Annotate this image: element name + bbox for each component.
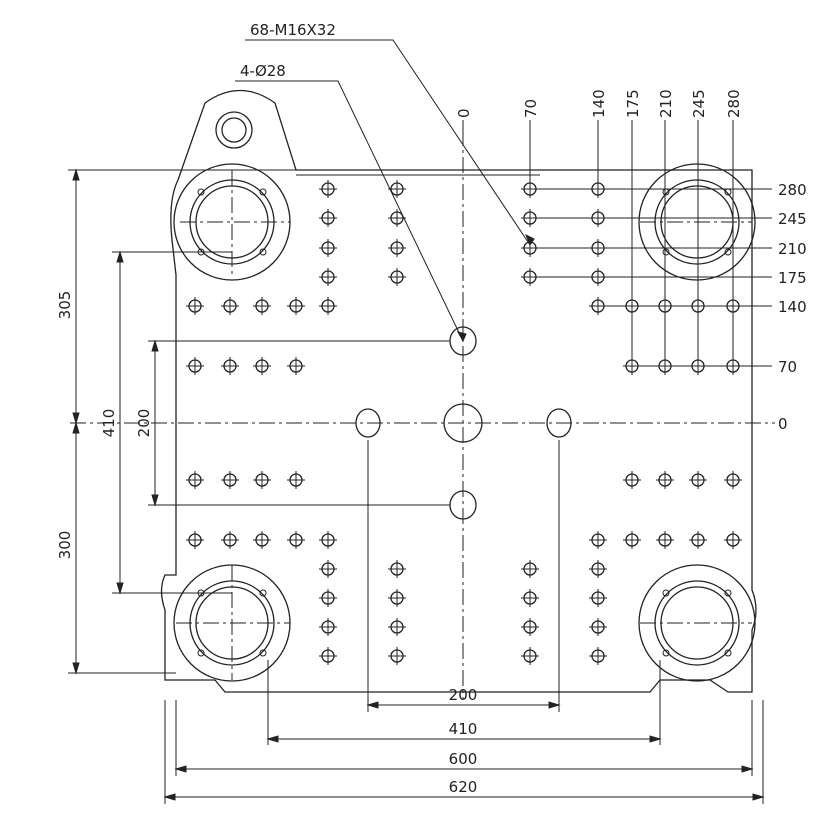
top-coord-0: 0 — [455, 108, 473, 118]
lifting-eye-inner — [221, 117, 247, 143]
tapped-hole — [319, 560, 337, 578]
hole-callout: 4-Ø28 — [240, 62, 286, 80]
tapped-hole — [521, 589, 539, 607]
tapped-hole — [221, 297, 239, 315]
tapped-hole — [388, 239, 406, 257]
tapped-hole — [388, 268, 406, 286]
tapped-hole — [186, 531, 204, 549]
tapped-hole — [724, 531, 742, 549]
dim-600-horizontal: 600 — [449, 750, 478, 768]
tapped-hole — [388, 589, 406, 607]
tapped-hole — [287, 471, 305, 489]
tapped-hole — [521, 618, 539, 636]
tapped-hole — [253, 471, 271, 489]
dim-305-vertical: 305 — [56, 291, 74, 320]
right-coord-0: 0 — [778, 415, 788, 433]
tapped-hole — [253, 297, 271, 315]
tapped-hole — [689, 531, 707, 549]
right-coord-210: 210 — [778, 240, 807, 258]
tapped-hole — [186, 297, 204, 315]
thread-callout: 68-M16X32 — [250, 21, 336, 39]
tapped-hole — [388, 647, 406, 665]
tapped-hole — [319, 647, 337, 665]
right-coord-175: 175 — [778, 269, 807, 287]
top-coord-245: 245 — [690, 89, 708, 118]
tapped-hole — [521, 560, 539, 578]
dim-200-horizontal: 200 — [449, 686, 478, 704]
tie-bar-bottom-right — [638, 564, 756, 682]
tapped-hole — [689, 471, 707, 489]
top-coord-140: 140 — [590, 89, 608, 118]
tie-bar-bottom-left — [173, 564, 291, 682]
tapped-hole — [221, 471, 239, 489]
dim-300-vertical: 300 — [56, 531, 74, 560]
tie-bar-top-right — [638, 163, 756, 281]
tapped-hole — [319, 239, 337, 257]
tapped-hole — [319, 618, 337, 636]
platen-outline — [160, 90, 757, 693]
vertical-dimensions — [68, 168, 450, 675]
tapped-hole — [388, 560, 406, 578]
dim-620-horizontal: 620 — [449, 778, 478, 796]
tapped-hole — [724, 471, 742, 489]
dim-410-vertical: 410 — [100, 409, 118, 438]
tie-bar-top-left — [173, 163, 291, 281]
right-coord-70: 70 — [778, 358, 797, 376]
tapped-hole — [656, 471, 674, 489]
locating-hole-right — [546, 408, 572, 438]
right-coord-140: 140 — [778, 298, 807, 316]
tapped-hole — [221, 531, 239, 549]
tapped-hole — [253, 357, 271, 375]
top-coord-280: 280 — [725, 89, 743, 118]
top-coord-70: 70 — [522, 99, 540, 118]
dim-200-vertical: 200 — [135, 409, 153, 438]
tapped-hole — [319, 531, 337, 549]
tapped-hole — [589, 560, 607, 578]
tapped-hole — [589, 618, 607, 636]
center-hole — [443, 403, 483, 443]
callout-leaders — [235, 39, 535, 343]
tapped-hole — [388, 180, 406, 198]
tapped-hole — [388, 618, 406, 636]
tapped-hole — [319, 268, 337, 286]
tapped-hole — [287, 357, 305, 375]
tapped-hole — [319, 209, 337, 227]
dim-410-horizontal: 410 — [449, 720, 478, 738]
right-coord-245: 245 — [778, 210, 807, 228]
tapped-hole — [589, 647, 607, 665]
tapped-hole — [656, 531, 674, 549]
tapped-hole — [221, 357, 239, 375]
top-coord-210: 210 — [657, 89, 675, 118]
tapped-hole — [623, 531, 641, 549]
tapped-hole — [521, 647, 539, 665]
top-coord-175: 175 — [624, 89, 642, 118]
tapped-hole — [253, 531, 271, 549]
tapped-hole — [287, 531, 305, 549]
tapped-hole — [589, 589, 607, 607]
locating-hole-left — [355, 408, 381, 438]
tapped-hole — [319, 589, 337, 607]
tapped-hole — [287, 297, 305, 315]
tapped-hole — [186, 357, 204, 375]
tapped-hole — [319, 297, 337, 315]
tapped-hole — [623, 471, 641, 489]
tapped-hole — [186, 471, 204, 489]
right-coord-280: 280 — [778, 181, 807, 199]
horizontal-dimensions — [163, 440, 765, 804]
lifting-eye-outer — [215, 111, 253, 149]
tapped-hole — [319, 180, 337, 198]
tapped-hole — [589, 531, 607, 549]
coordinate-leaders — [462, 120, 772, 367]
tapped-hole — [388, 209, 406, 227]
